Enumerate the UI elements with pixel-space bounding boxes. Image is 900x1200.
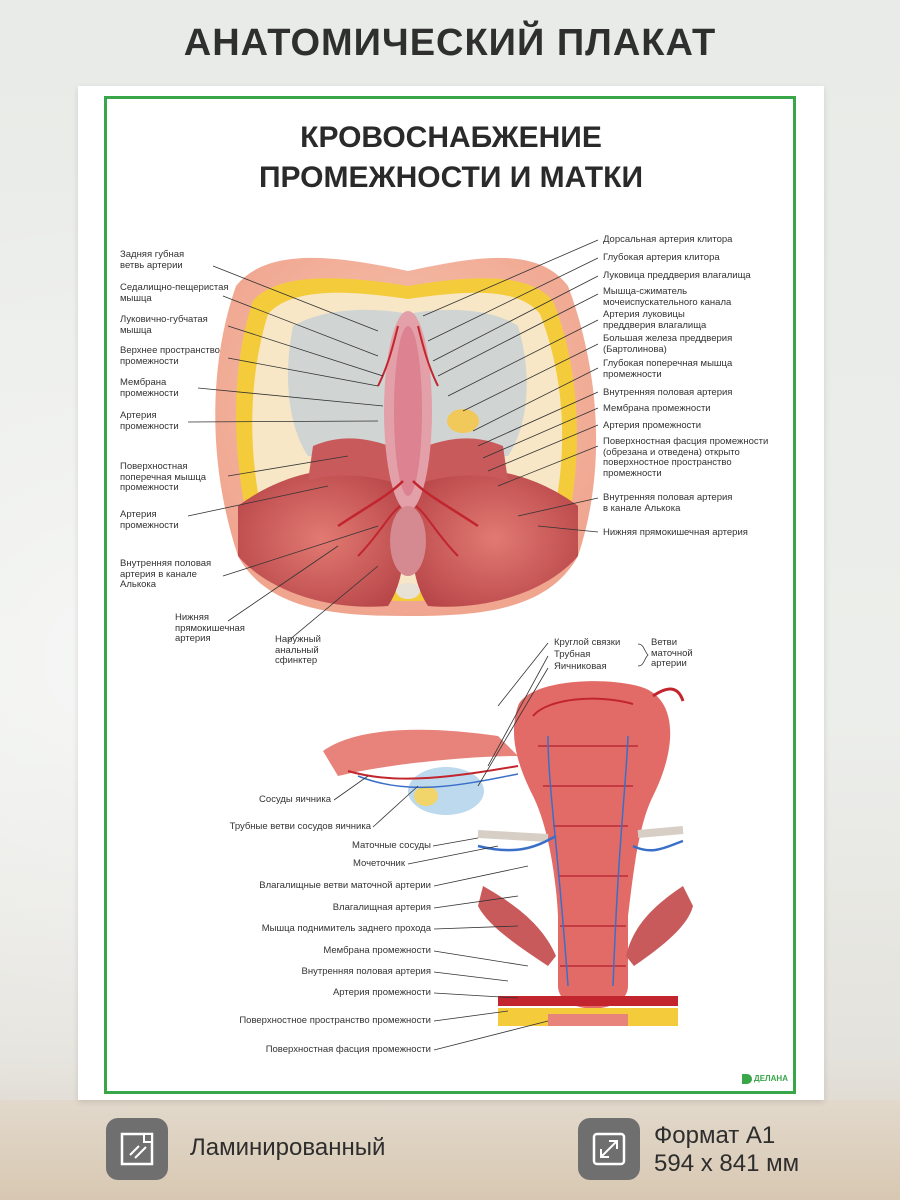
label-posterior-labial-artery: Задняя губная ветвь артерии [120, 249, 185, 271]
label-perineal-membrane-bottom: Мембрана промежности [323, 945, 431, 956]
label-ischiocavernosus-muscle: Седалищно-пещеристая мышца [120, 282, 229, 304]
label-tubal-branch: Трубная [554, 649, 591, 660]
label-deep-clitoral-artery: Глубокая артерия клитора [603, 252, 720, 263]
format-icon [578, 1118, 640, 1180]
label-perineal-membrane-right: Мембрана промежности [603, 403, 711, 414]
label-levator-ani: Мышца поднимитель заднего прохода [261, 923, 431, 934]
label-urethral-sphincter: Мышца-сжиматель мочеиспускательного кана… [603, 286, 732, 308]
laminated-icon [106, 1118, 168, 1180]
label-deep-perineal-space: Верхнее пространство промежности [120, 345, 220, 367]
brand-logo: ДЕЛАНА [742, 1074, 788, 1084]
label-bulb-artery: Артерия луковицы преддверия влагалища [603, 309, 707, 331]
label-perineal-artery-bottom: Артерия промежности [332, 987, 431, 998]
label-vestibular-bulb: Луковица преддверия влагалища [603, 270, 751, 281]
label-superficial-space-bottom: Поверхностное пространство промежности [239, 1015, 431, 1026]
label-bartholin-gland: Большая железа преддверия (Бартолинова) [603, 333, 733, 355]
label-uterine-vessels: Маточные сосуды [351, 840, 431, 851]
label-ureter: Мочеточник [353, 858, 405, 869]
label-perineal-artery-right: Артерия промежности [603, 420, 702, 431]
label-superficial-perineal-fascia: Поверхностная фасция промежности (обреза… [603, 436, 769, 479]
label-perineal-artery-left-2: Артерия промежности [120, 509, 179, 531]
label-round-ligament-branch: Круглой связки [554, 637, 621, 648]
label-internal-pudendal-artery: Внутренняя половая артерия [603, 387, 733, 398]
poster-title-line2: ПРОМЕЖНОСТИ И МАТКИ [258, 161, 644, 194]
label-internal-pudendal-alcock-left: Внутренняя половая артерия в канале Альк… [120, 558, 212, 590]
label-deep-transverse-muscle: Глубокая поперечная мышца промежности [603, 358, 733, 380]
label-inferior-rectal-artery-left: Нижняя прямокишечная артерия [175, 612, 245, 644]
label-ovarian-vessels: Сосуды яичника [259, 794, 331, 805]
label-superficial-fascia-bottom: Поверхностная фасция промежности [265, 1044, 431, 1055]
poster-frame [104, 96, 796, 1094]
label-internal-pudendal-bottom: Внутренняя половая артерия [301, 966, 431, 977]
label-tubal-branches-ovarian: Трубные ветви сосудов яичника [229, 821, 371, 832]
poster-title: КРОВОСНАБЖЕНИЕ ПРОМЕЖНОСТИ И МАТКИ [78, 118, 824, 198]
anatomy-poster: КРОВОСНАБЖЕНИЕ ПРОМЕЖНОСТИ И МАТКИ [78, 86, 824, 1100]
laminated-text: Ламинированный [190, 1134, 386, 1161]
label-uterine-artery-branches: Ветви маточной артерии [651, 637, 693, 669]
label-bulbospongiosus-muscle: Луковично-губчатая мышца [120, 314, 208, 336]
page-heading: АНАТОМИЧЕСКИЙ ПЛАКАТ [183, 22, 717, 64]
label-internal-pudendal-alcock-right: Внутренняя половая артерия в канале Альк… [603, 492, 733, 514]
label-perineal-artery-left-1: Артерия промежности [120, 410, 179, 432]
uterus-illustration [323, 681, 693, 1026]
format-text: Формат А1 594 х 841 мм [654, 1122, 800, 1177]
label-vaginal-branches-uterine: Влагалищные ветви маточной артерии [259, 880, 431, 891]
label-perineal-membrane-left: Мембрана промежности [120, 377, 179, 399]
logo-mark-icon [742, 1074, 752, 1084]
logo-text: ДЕЛАНА [754, 1074, 788, 1084]
label-dorsal-clitoral-artery: Дорсальная артерия клитора [603, 234, 733, 245]
label-external-anal-sphincter: Наружный анальный сфинктер [275, 634, 321, 666]
label-vaginal-artery: Влагалищная артерия [332, 902, 431, 913]
label-inferior-rectal-artery-right: Нижняя прямокишечная артерия [603, 527, 748, 538]
poster-title-line1: КРОВОСНАБЖЕНИЕ [300, 121, 602, 154]
label-ovarian-branch: Яичниковая [554, 661, 607, 672]
label-superficial-transverse-muscle: Поверхностная поперечная мышца промежнос… [120, 461, 207, 493]
